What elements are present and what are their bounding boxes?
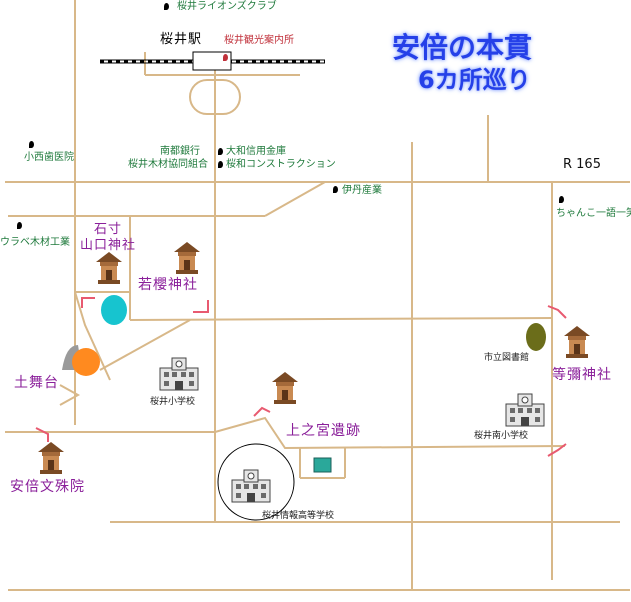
school-icon-high bbox=[231, 469, 271, 503]
shrine-icon-uenomiya bbox=[272, 372, 298, 404]
road-diagonal-itami bbox=[264, 181, 326, 217]
station-building bbox=[192, 51, 232, 71]
lions-label: 桜井ライオンズクラブ bbox=[177, 1, 277, 12]
station-rotary bbox=[189, 79, 241, 115]
mokuzai-pin bbox=[218, 161, 223, 168]
road-butai-steps bbox=[59, 384, 81, 406]
site-label-uenomiya: 上之宮遺跡 bbox=[286, 423, 361, 439]
nanto-pin bbox=[218, 148, 223, 155]
arrow-ishisun bbox=[81, 297, 95, 308]
lions-pin bbox=[164, 3, 169, 10]
site-label-tomiyama: 等彌神社 bbox=[552, 367, 612, 383]
shrine-icon-tomiyama bbox=[564, 326, 590, 358]
station-label: 桜井駅 bbox=[160, 32, 203, 47]
butai-burst bbox=[72, 348, 100, 376]
high-school-grounds bbox=[217, 443, 295, 521]
library-tree bbox=[526, 323, 546, 351]
map-title-line2: 6カ所巡り bbox=[418, 66, 531, 94]
route-label: R 165 bbox=[563, 157, 601, 172]
itami-pin bbox=[333, 186, 338, 193]
nanto-label: 南都銀行 bbox=[160, 146, 200, 157]
konishi-pin bbox=[29, 141, 34, 148]
konishi-label: 小西歯医院 bbox=[24, 152, 74, 163]
site-label-ishisun: 石寸 山口神社 bbox=[80, 222, 137, 254]
arrow-monju bbox=[35, 427, 49, 442]
chanko-pin bbox=[559, 196, 564, 203]
shrine-icon-monju bbox=[38, 442, 64, 474]
map-title-line1: 安倍の本貫 bbox=[392, 31, 533, 64]
arrow-uenomiya bbox=[253, 406, 271, 417]
chanko-label: ちゃんこ一語一笑 bbox=[556, 208, 631, 219]
road-mid bbox=[129, 317, 553, 321]
road-pond-side bbox=[74, 291, 111, 381]
tourist-office-pin bbox=[223, 54, 228, 61]
arrow-tomiyama bbox=[547, 305, 567, 319]
arrow-south bbox=[547, 443, 567, 457]
site-label-monju: 安倍文殊院 bbox=[10, 479, 85, 495]
high-school-label: 桜井情報高等学校 bbox=[262, 511, 335, 521]
library-label: 市立図書館 bbox=[484, 353, 530, 363]
mokuzai-label: 桜井木材協同組合 bbox=[128, 159, 208, 170]
school-icon-elem bbox=[159, 357, 199, 391]
arrow-wakazakura bbox=[193, 300, 209, 313]
sakuwa-label: 桜和コンストラクション bbox=[226, 159, 336, 170]
shrine-icon-wakazakura bbox=[174, 242, 200, 274]
site-label-butai: 土舞台 bbox=[14, 375, 59, 391]
arrow-markers bbox=[35, 297, 567, 457]
school-icon-minami bbox=[505, 393, 545, 427]
site-label-wakazakura: 若櫻神社 bbox=[138, 277, 198, 293]
shrine-icon-ishisun bbox=[96, 252, 122, 284]
tourist-office-label: 桜井観光案内所 bbox=[224, 35, 294, 46]
elem-school-label: 桜井小学校 bbox=[150, 397, 196, 407]
uenomiya-excavation bbox=[313, 457, 332, 473]
yamato-label: 大和信用金庫 bbox=[226, 146, 286, 157]
urabe-label: ウラベ木材工業 bbox=[0, 237, 70, 248]
itami-label: 伊丹産業 bbox=[342, 185, 382, 196]
minami-school-label: 桜井南小学校 bbox=[474, 431, 529, 441]
road-uenomiya bbox=[214, 416, 566, 450]
pond bbox=[101, 295, 127, 325]
urabe-pin bbox=[17, 222, 22, 229]
road-butai-diagonal bbox=[99, 319, 191, 371]
